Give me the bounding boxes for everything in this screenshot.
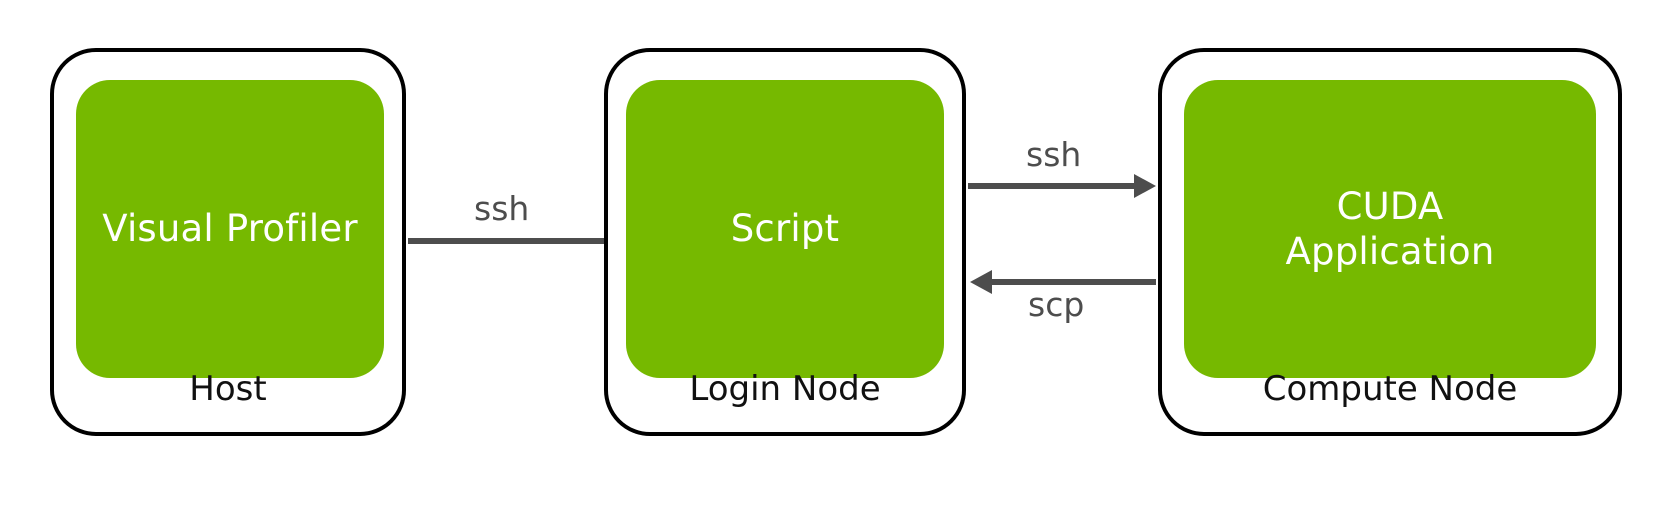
node-host-inner-label: Visual Profiler: [102, 207, 358, 251]
connector-compute-to-login-label: scp: [1028, 285, 1085, 324]
node-compute-node-inner-label-line2: Application: [1285, 230, 1495, 273]
connector-login-to-compute-arrow: [968, 183, 1136, 189]
node-login-node-inner-block[interactable]: Script: [626, 80, 944, 378]
node-login-node-inner-label: Script: [730, 207, 840, 251]
node-login-node-caption: Login Node: [689, 369, 881, 409]
node-compute-node-inner-label-line1: CUDA: [1336, 184, 1444, 228]
connector-host-to-login-label: ssh: [474, 189, 530, 228]
connector-host-to-login-arrow: [408, 238, 613, 244]
node-compute-node-caption: Compute Node: [1262, 369, 1518, 409]
node-host-inner-block[interactable]: Visual Profiler: [76, 80, 384, 378]
connector-compute-to-login-arrow: [990, 279, 1156, 285]
connector-login-to-compute-label: ssh: [1026, 135, 1082, 174]
node-host-caption: Host: [189, 369, 267, 409]
node-compute-node-inner-block[interactable]: CUDA Application: [1184, 80, 1596, 378]
